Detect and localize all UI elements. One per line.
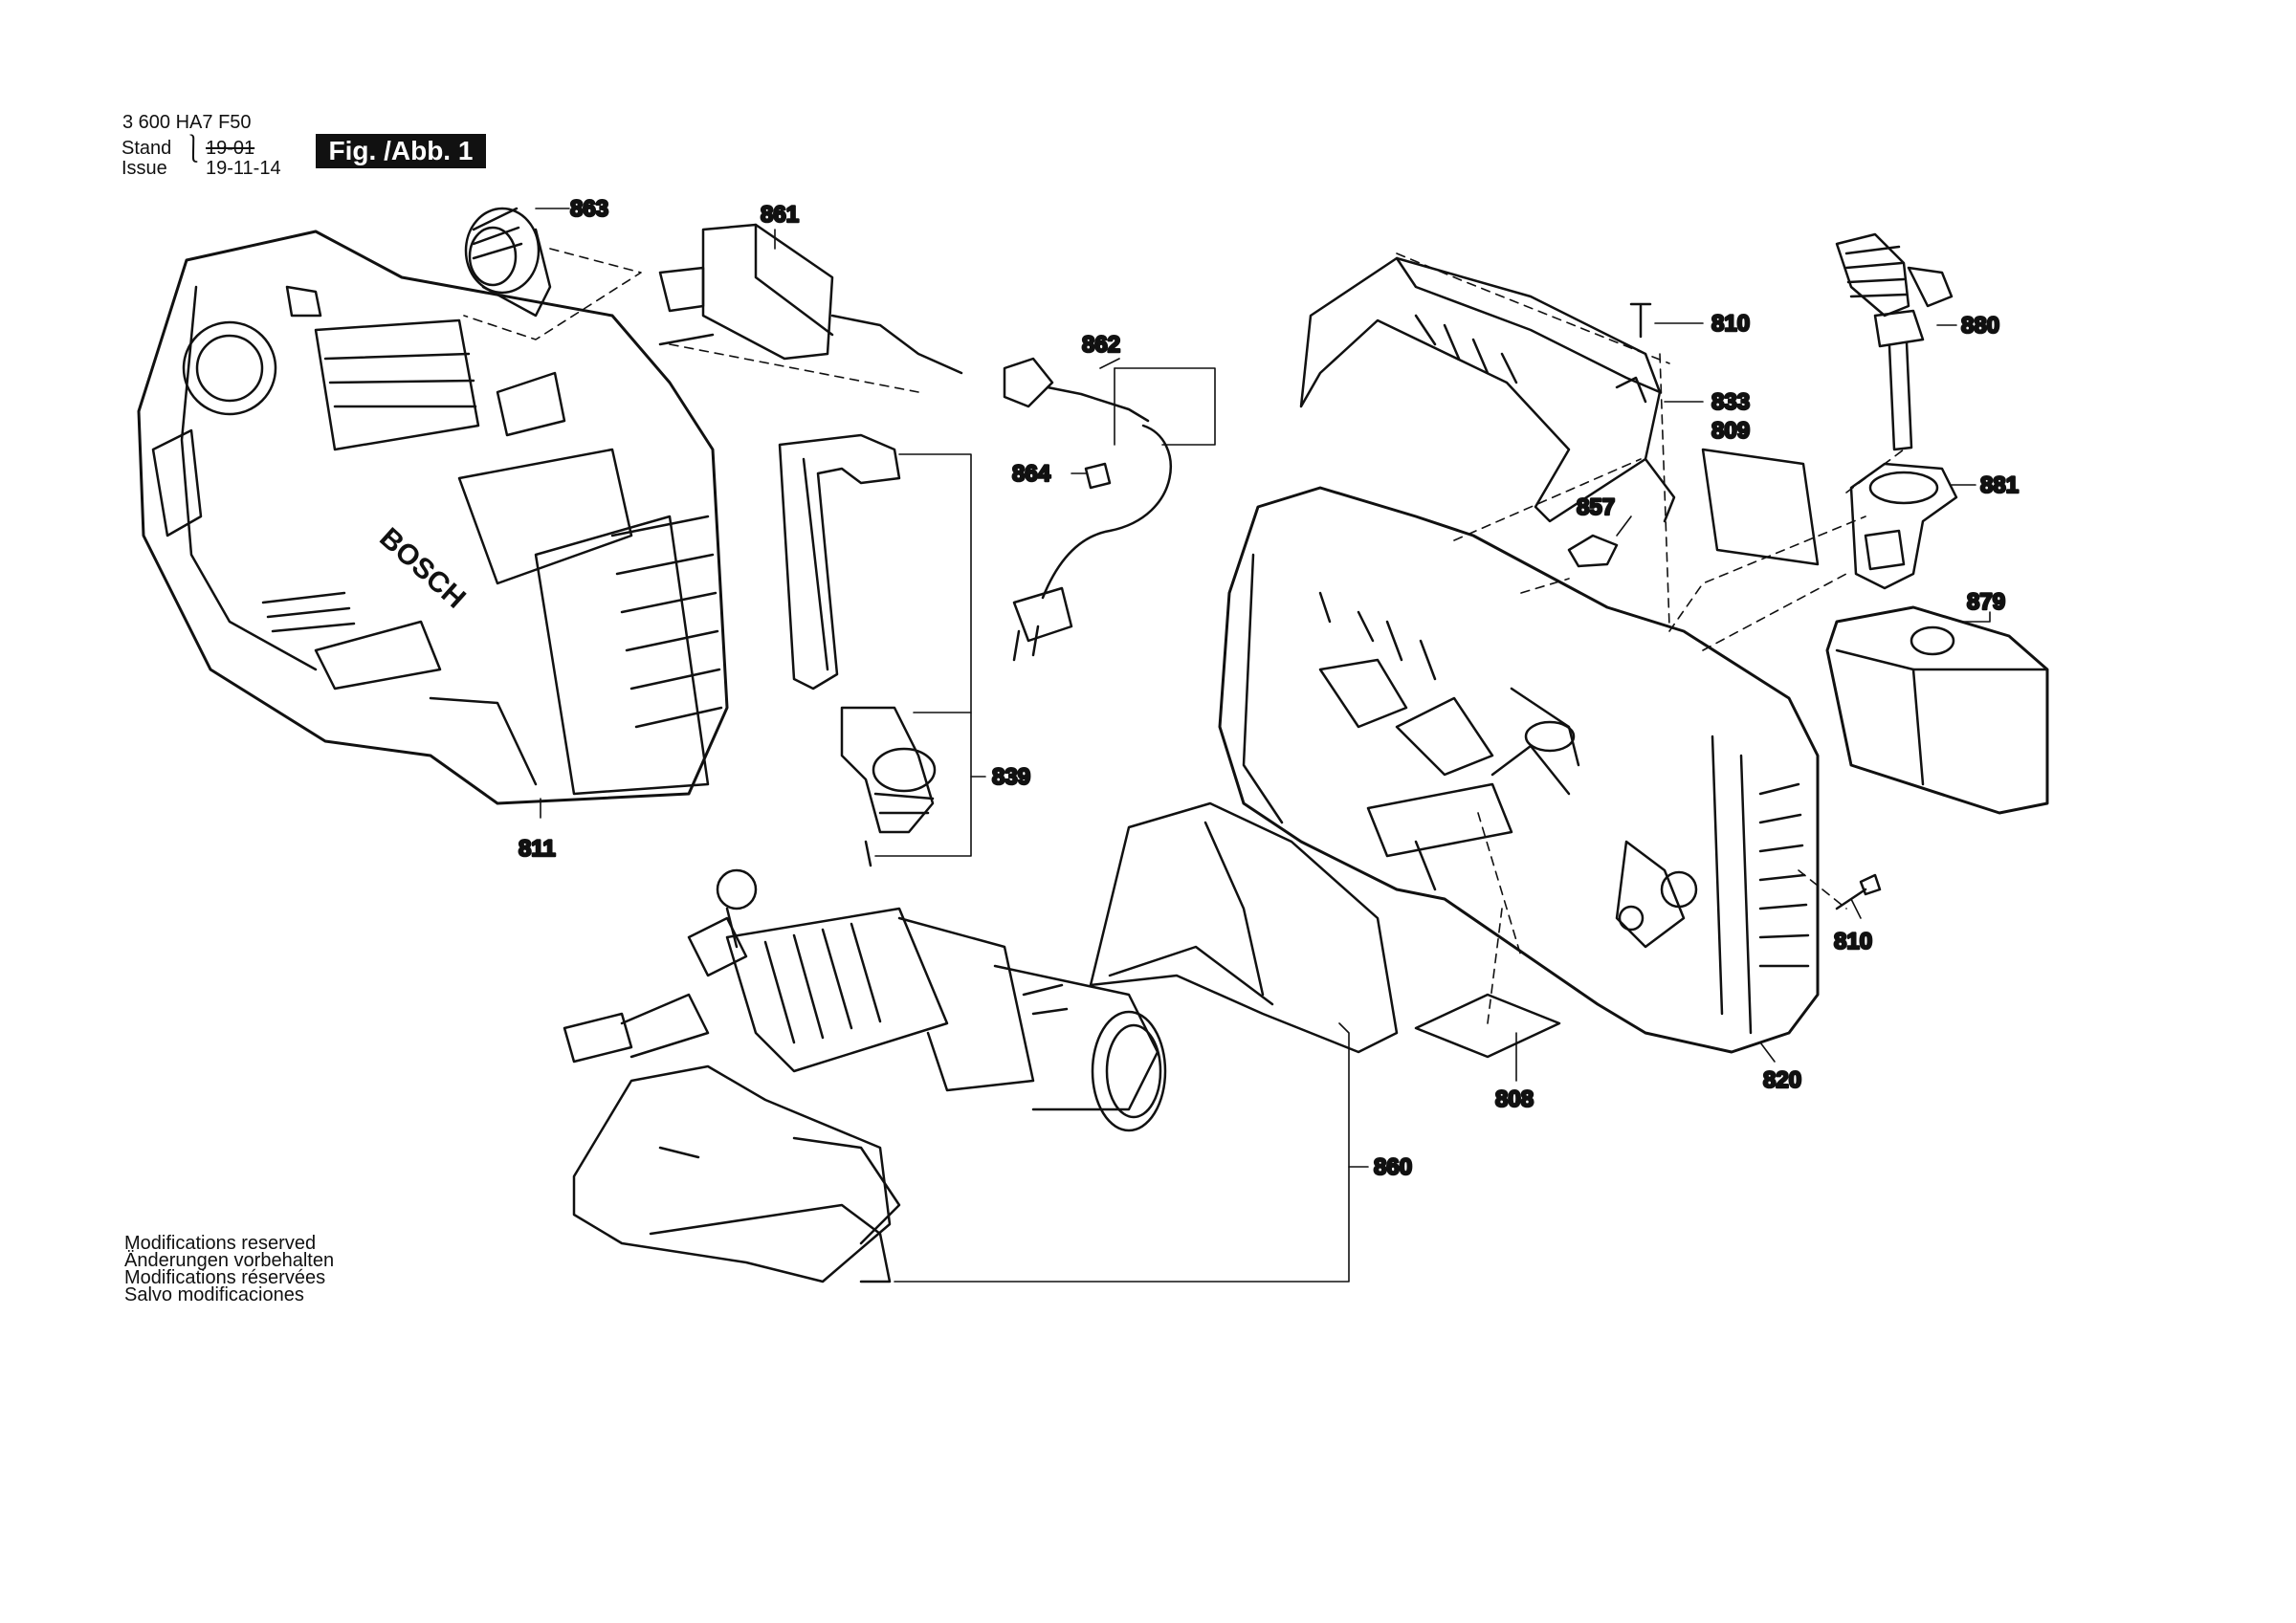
issue-label: Issue bbox=[121, 158, 167, 179]
part-860-duct bbox=[649, 801, 1399, 1283]
assembly-lines bbox=[463, 248, 1905, 1024]
part-label-857: 857 bbox=[1577, 494, 1615, 520]
part-861-switch bbox=[658, 223, 963, 375]
part-880-nozzle bbox=[1835, 232, 1954, 451]
part-label-839: 839 bbox=[992, 764, 1030, 790]
part-860-motor-pump bbox=[563, 868, 1167, 1283]
part-809-label bbox=[1701, 448, 1820, 566]
part-864-clip bbox=[1084, 462, 1112, 490]
part-881-cap-holder bbox=[1849, 462, 1958, 590]
part-833-frame bbox=[1299, 256, 1676, 523]
part-863-knob bbox=[464, 207, 552, 318]
part-label-810-upper: 810 bbox=[1711, 311, 1750, 337]
part-label-879: 879 bbox=[1967, 589, 2005, 615]
part-label-811: 811 bbox=[519, 836, 556, 862]
leader-lines bbox=[535, 208, 1991, 1283]
part-number: 3 600 HA7 F50 bbox=[122, 112, 252, 133]
part-808-label bbox=[1414, 993, 1561, 1059]
part-839-holder bbox=[778, 433, 937, 867]
part-810-screw-lower bbox=[1835, 873, 1882, 910]
part-label-864: 864 bbox=[1012, 461, 1051, 487]
part-857-cap bbox=[1567, 534, 1619, 568]
part-811-housing: BOSCH bbox=[137, 230, 729, 805]
part-label-863: 863 bbox=[570, 196, 608, 222]
modifications-line-en: Modifications reserved bbox=[124, 1233, 317, 1254]
stand-date: 19-01 bbox=[206, 138, 255, 159]
stand-label: Stand bbox=[121, 138, 172, 159]
part-label-881: 881 bbox=[1980, 472, 2019, 498]
part-879-tank bbox=[1825, 605, 2049, 815]
part-label-833: 833 bbox=[1711, 389, 1750, 415]
modifications-line-es: Salvo modificaciones bbox=[124, 1284, 304, 1305]
part-label-860: 860 bbox=[1374, 1154, 1412, 1180]
part-820-rear-housing bbox=[1218, 486, 1820, 1054]
issue-date: 19-11-14 bbox=[206, 158, 281, 179]
part-label-809: 809 bbox=[1711, 418, 1750, 444]
part-label-861: 861 bbox=[761, 202, 799, 228]
modifications-line-fr: Modifications réservées bbox=[124, 1267, 326, 1288]
part-label-880: 880 bbox=[1961, 313, 1999, 339]
header-brace: ⎱ bbox=[179, 135, 208, 166]
part-label-820: 820 bbox=[1763, 1067, 1801, 1093]
part-862-cable bbox=[1003, 357, 1172, 662]
part-label-810-lower: 810 bbox=[1834, 929, 1872, 954]
modifications-note: Modifications reserved Änderungen vorbeh… bbox=[124, 1233, 335, 1305]
figure-badge: Fig. /Abb. 1 bbox=[316, 134, 486, 168]
part-810-screw-upper bbox=[1629, 302, 1652, 339]
modifications-line-de: Änderungen vorbehalten bbox=[124, 1250, 335, 1271]
bosch-logo-text: BOSCH bbox=[373, 522, 472, 615]
part-label-808: 808 bbox=[1495, 1086, 1534, 1112]
part-label-862: 862 bbox=[1082, 332, 1120, 358]
